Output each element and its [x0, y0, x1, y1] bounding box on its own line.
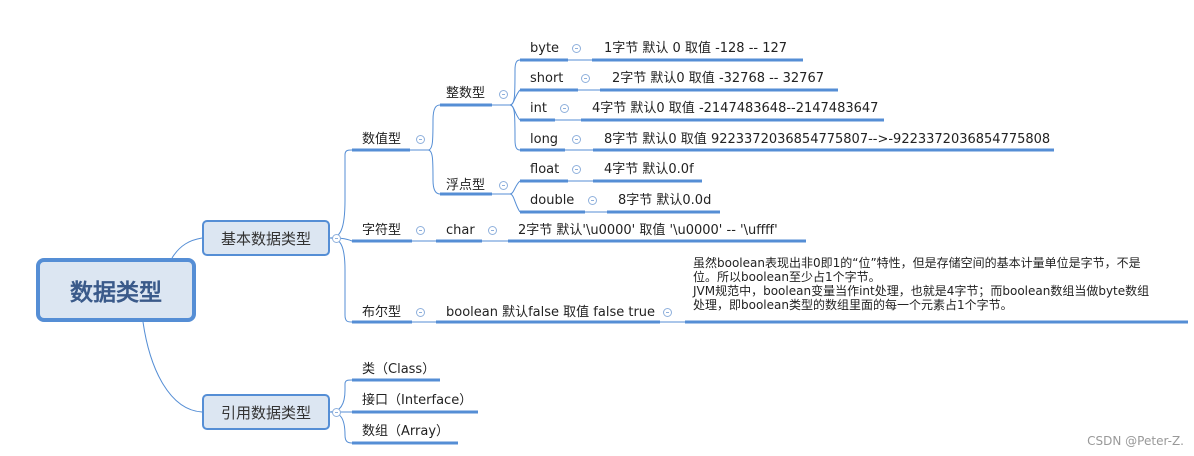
root-node[interactable]: 数据类型: [36, 258, 196, 322]
node-bool-group[interactable]: 布尔型: [362, 305, 402, 320]
node-integer[interactable]: 整数型: [446, 86, 486, 101]
branch-primitive-label: 基本数据类型: [220, 229, 311, 248]
collapse-icon[interactable]: [663, 308, 672, 317]
root-label: 数据类型: [70, 280, 162, 306]
node-boolean-note[interactable]: 虽然boolean表现出非0即1的“位”特性，但是存储空间的基本计量单位是字节，…: [693, 256, 1193, 312]
node-float-desc[interactable]: 4字节 默认0.0f: [604, 162, 694, 177]
collapse-icon[interactable]: [499, 181, 508, 190]
collapse-icon[interactable]: [581, 74, 590, 83]
collapse-icon[interactable]: [416, 226, 425, 235]
node-short-desc[interactable]: 2字节 默认0 取值 -32768 -- 32767: [612, 71, 824, 86]
collapse-icon[interactable]: [560, 104, 569, 113]
note-line: 处理，即boolean类型的数组里面的每一个元素占1个字节。: [693, 298, 1013, 312]
node-float-type[interactable]: float: [530, 162, 560, 177]
node-short[interactable]: short: [530, 71, 564, 86]
collapse-icon[interactable]: [416, 308, 425, 317]
collapse-icon[interactable]: [499, 90, 508, 99]
node-class[interactable]: 类（Class）: [362, 362, 436, 377]
node-byte-desc[interactable]: 1字节 默认 0 取值 -128 -- 127: [604, 41, 788, 56]
collapse-icon[interactable]: [588, 196, 597, 205]
collapse-icon[interactable]: [488, 226, 497, 235]
collapse-icon[interactable]: [332, 408, 341, 417]
collapse-icon[interactable]: [572, 135, 581, 144]
node-array[interactable]: 数组（Array）: [362, 424, 450, 439]
node-boolean[interactable]: boolean 默认false 取值 false true: [446, 305, 656, 320]
node-float[interactable]: 浮点型: [446, 178, 486, 193]
node-char[interactable]: char: [446, 223, 475, 238]
branch-primitive[interactable]: 基本数据类型: [202, 220, 330, 256]
watermark: CSDN @Peter-Z.: [1087, 434, 1184, 448]
node-double-desc[interactable]: 8字节 默认0.0d: [618, 193, 712, 208]
collapse-icon[interactable]: [332, 234, 341, 243]
node-double[interactable]: double: [530, 193, 575, 208]
note-line: 位。所以boolean至少占1个字节。: [693, 270, 881, 284]
node-int-desc[interactable]: 4字节 默认0 取值 -2147483648--2147483647: [592, 101, 879, 116]
branch-reference-label: 引用数据类型: [220, 403, 311, 422]
collapse-icon[interactable]: [572, 165, 581, 174]
node-numeric[interactable]: 数值型: [362, 132, 402, 147]
note-line: JVM规范中，boolean变量当作int处理，也就是4字节；而boolean数…: [693, 284, 1150, 298]
node-char-group[interactable]: 字符型: [362, 223, 402, 238]
node-long[interactable]: long: [530, 132, 559, 147]
node-interface[interactable]: 接口（Interface）: [362, 393, 473, 408]
note-line: 虽然boolean表现出非0即1的“位”特性，但是存储空间的基本计量单位是字节，…: [693, 256, 1141, 270]
node-int[interactable]: int: [530, 101, 547, 116]
node-long-desc[interactable]: 8字节 默认0 取值 9223372036854775807-->-922337…: [604, 132, 1051, 147]
node-char-desc[interactable]: 2字节 默认'\u0000' 取值 '\u0000' -- '\uffff': [518, 223, 778, 238]
collapse-icon[interactable]: [572, 44, 581, 53]
node-byte[interactable]: byte: [530, 41, 560, 56]
branch-reference[interactable]: 引用数据类型: [202, 394, 330, 430]
collapse-icon[interactable]: [416, 135, 425, 144]
